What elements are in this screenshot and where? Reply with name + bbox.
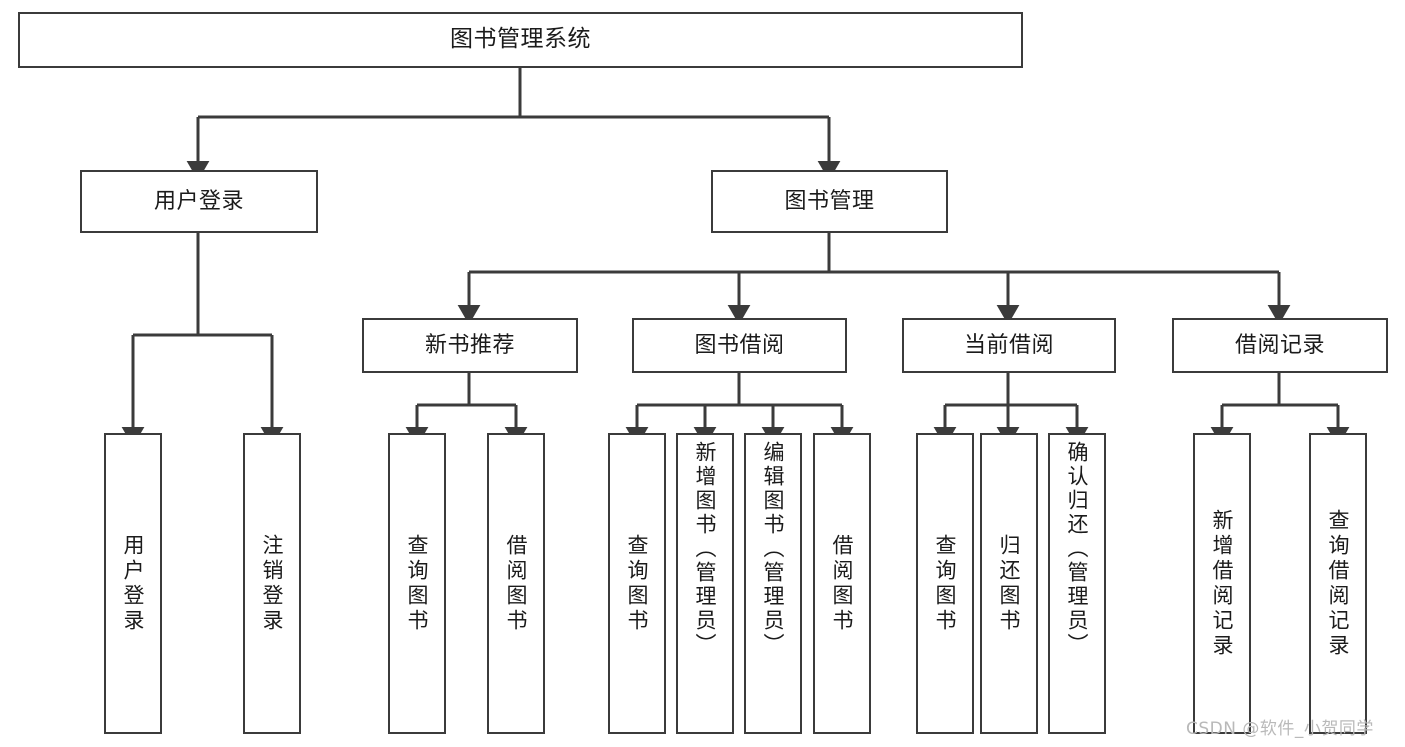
node-label: 借阅图书 — [830, 533, 855, 634]
node-label: 图书管理系统 — [450, 26, 591, 53]
node-book-management[interactable]: 图书管理 — [711, 170, 948, 233]
node-label: 归还图书 — [997, 533, 1022, 634]
csdn-watermark: CSDN @软件_小贺同学 — [1186, 719, 1374, 739]
node-label: 注销登录 — [260, 533, 285, 634]
node-label: 用户登录 — [121, 533, 146, 634]
node-label: 用户登录 — [153, 188, 244, 214]
leaf-user-login-login[interactable]: 用户登录 — [104, 433, 162, 734]
node-root-book-management-system[interactable]: 图书管理系统 — [18, 12, 1023, 68]
leaf-new-book-query-book[interactable]: 查询图书 — [388, 433, 446, 734]
node-label: 查询借阅记录 — [1326, 508, 1351, 659]
leaf-current-borrow-return-book[interactable]: 归还图书 — [980, 433, 1038, 734]
leaf-user-login-logout[interactable]: 注销登录 — [243, 433, 301, 734]
node-user-login[interactable]: 用户登录 — [80, 170, 318, 233]
node-book-borrow[interactable]: 图书借阅 — [632, 318, 847, 373]
node-label: 借阅记录 — [1234, 332, 1325, 358]
node-borrow-record[interactable]: 借阅记录 — [1172, 318, 1388, 373]
leaf-borrow-record-add-record[interactable]: 新增借阅记录 — [1193, 433, 1251, 734]
leaf-book-borrow-query-book[interactable]: 查询图书 — [608, 433, 666, 734]
node-label: 图书管理 — [784, 188, 875, 214]
node-label: 当前借阅 — [963, 332, 1054, 358]
leaf-book-borrow-borrow-book[interactable]: 借阅图书 — [813, 433, 871, 734]
leaf-current-borrow-query-book[interactable]: 查询图书 — [916, 433, 974, 734]
leaf-book-borrow-edit-book-admin[interactable]: 编辑图书（管理员） — [744, 433, 802, 734]
node-current-borrow[interactable]: 当前借阅 — [902, 318, 1116, 373]
node-label: 查询图书 — [405, 533, 430, 634]
node-label: 图书借阅 — [694, 332, 785, 358]
node-label: 查询图书 — [933, 533, 958, 634]
node-label: 借阅图书 — [504, 533, 529, 634]
node-label: 编辑图书（管理员） — [761, 441, 786, 657]
leaf-current-borrow-confirm-return-admin[interactable]: 确认归还（管理员） — [1048, 433, 1106, 734]
node-label: 新书推荐 — [424, 332, 515, 358]
node-label: 新增借阅记录 — [1210, 508, 1235, 659]
leaf-new-book-borrow-book[interactable]: 借阅图书 — [487, 433, 545, 734]
node-new-book-recommend[interactable]: 新书推荐 — [362, 318, 578, 373]
leaf-book-borrow-add-book-admin[interactable]: 新增图书（管理员） — [676, 433, 734, 734]
node-label: 确认归还（管理员） — [1065, 441, 1090, 657]
leaf-borrow-record-query-record[interactable]: 查询借阅记录 — [1309, 433, 1367, 734]
node-label: 新增图书（管理员） — [693, 441, 718, 657]
node-label: 查询图书 — [625, 533, 650, 634]
